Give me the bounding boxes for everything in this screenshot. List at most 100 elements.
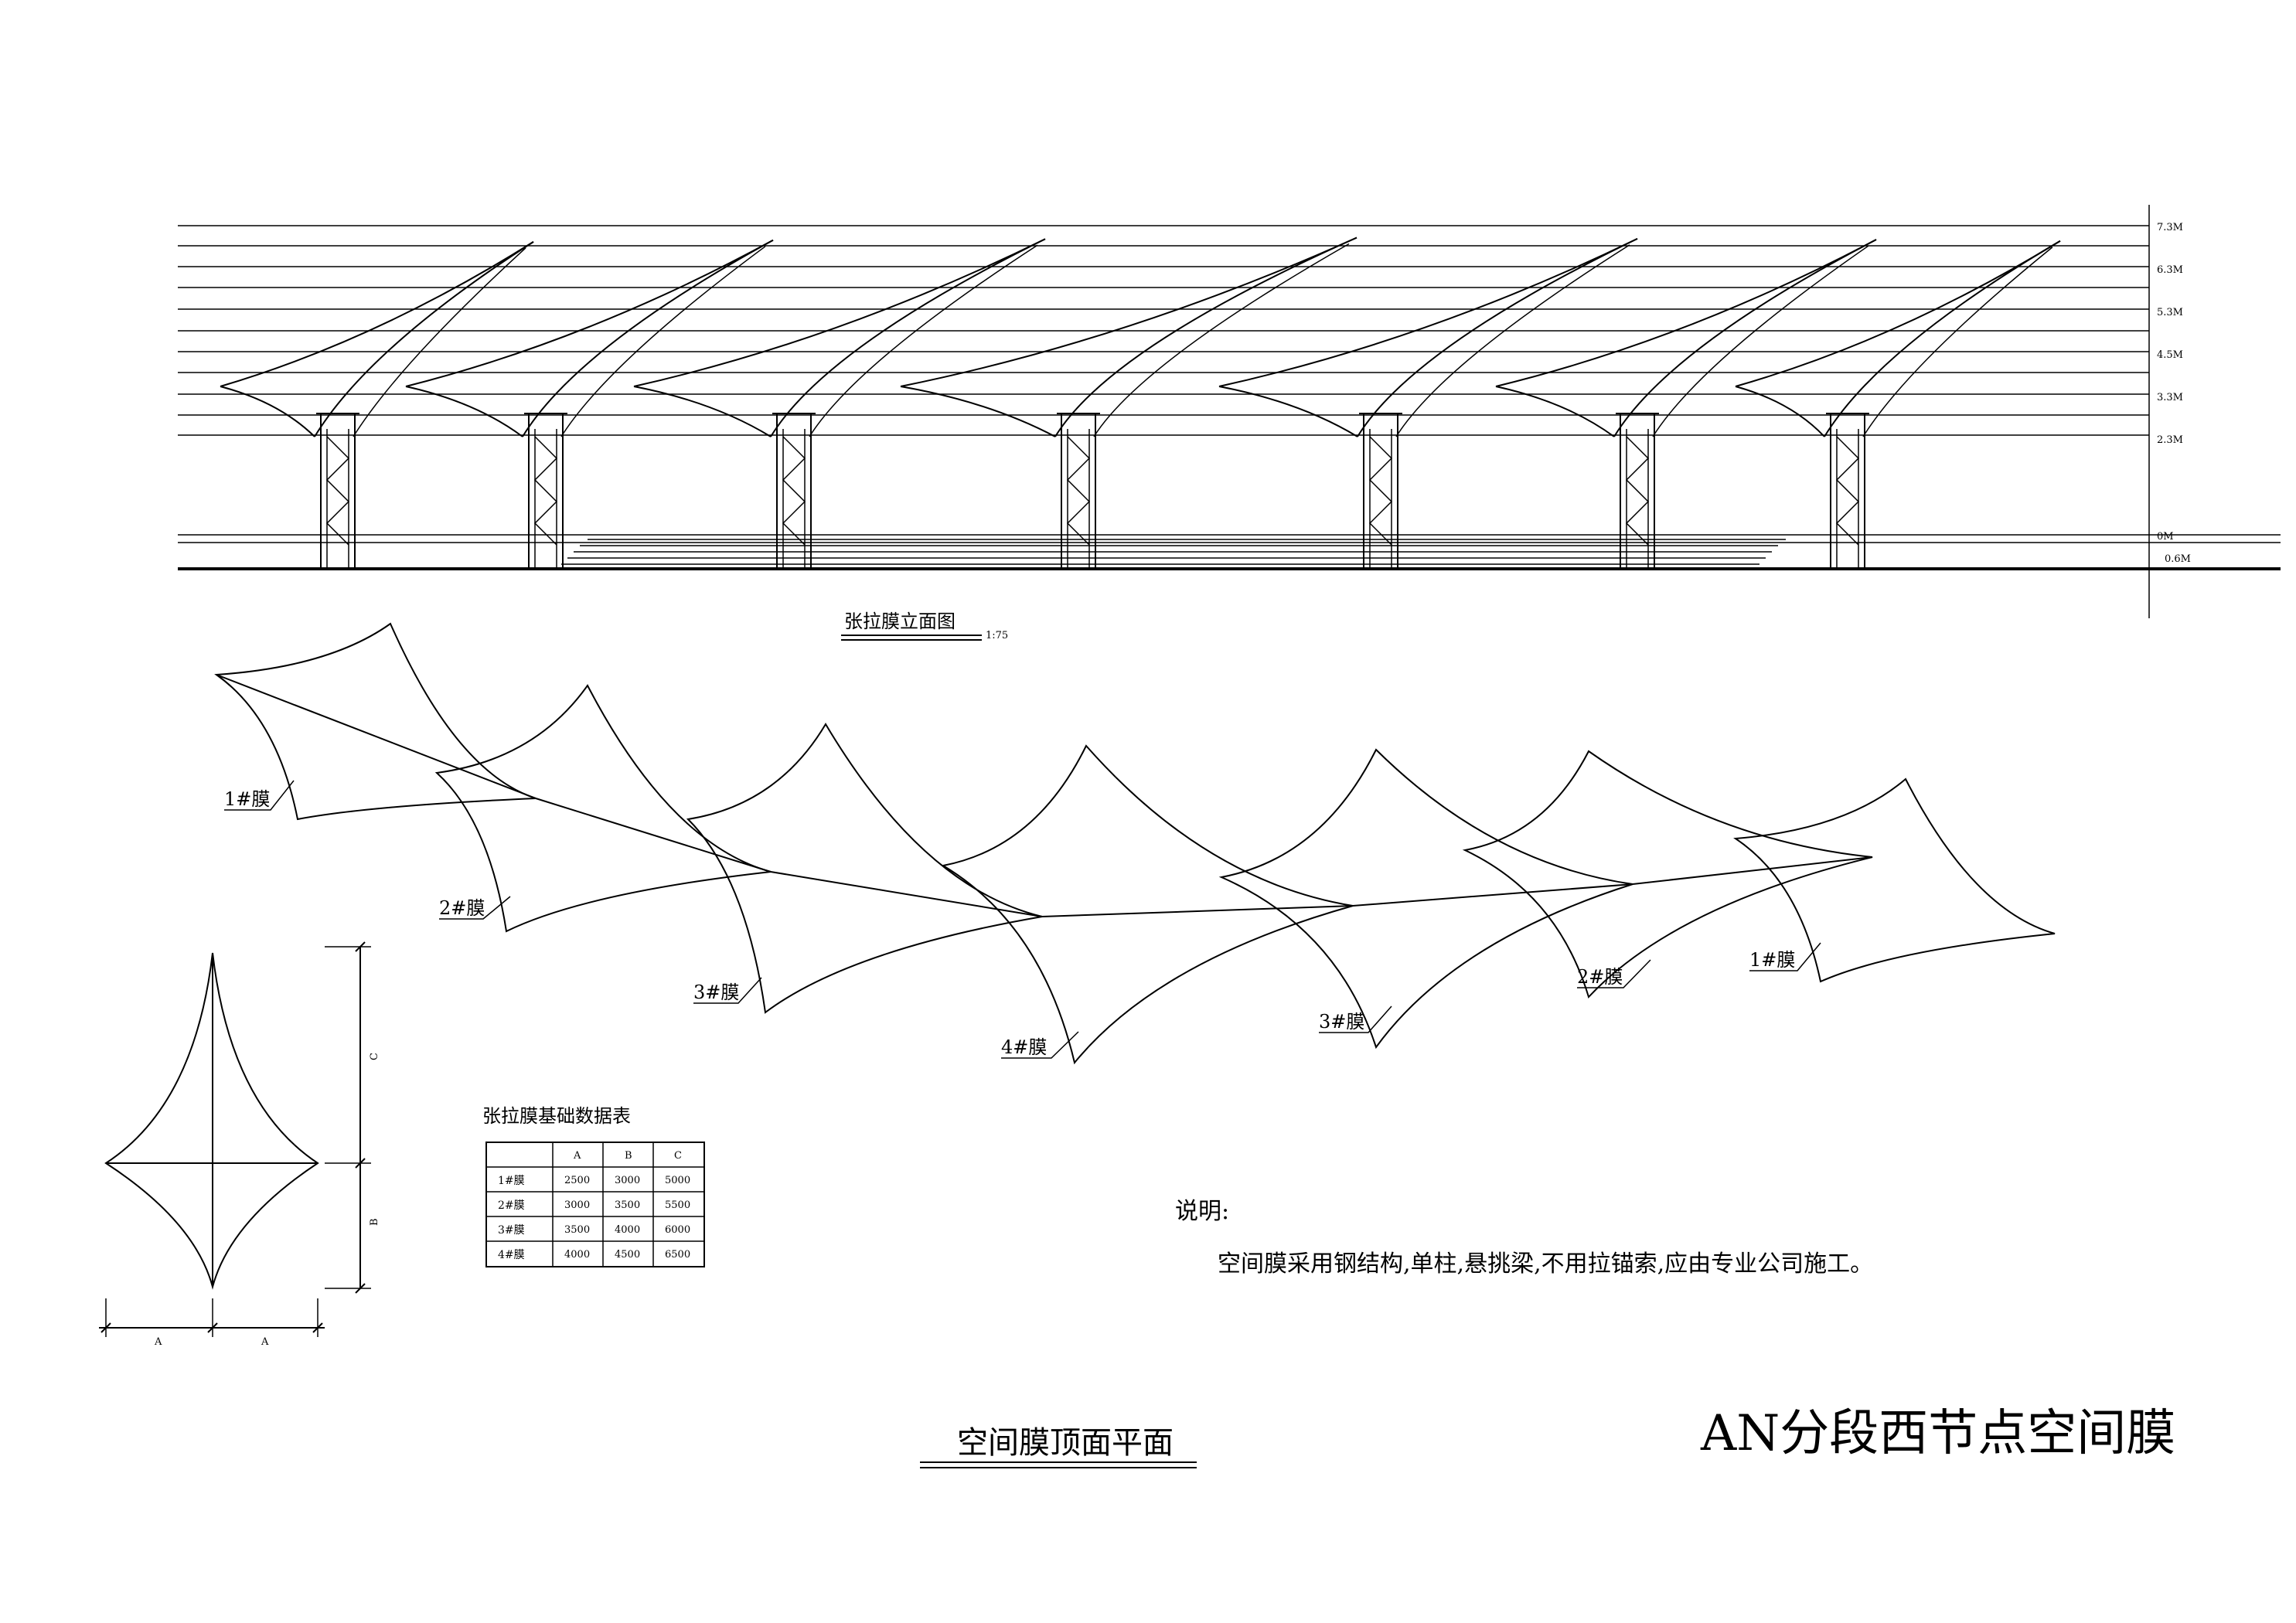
table-cell: 6000 (665, 1224, 690, 1236)
dimension-tick (355, 1158, 366, 1169)
ridge-line (770, 871, 1043, 917)
membrane-edge (1735, 240, 2061, 387)
membranes (214, 622, 2056, 1065)
membrane-edge (900, 236, 1358, 387)
column-lacing (1835, 436, 1860, 546)
membrane-label: 4#膜 (1001, 1036, 1047, 1058)
table-cell: 3000 (615, 1175, 640, 1186)
membrane-edge (1093, 243, 1350, 437)
membrane-outline (1218, 748, 1633, 1050)
level-label: 6.3M (2157, 264, 2183, 276)
level-label: 0M (2157, 531, 2174, 543)
membrane-label: 1#膜 (1749, 949, 1795, 971)
membrane-edge (522, 239, 774, 437)
membrane-edge (314, 241, 534, 437)
membrane-outline (686, 723, 1043, 1014)
columns (316, 413, 1869, 569)
membrane-label: 3#膜 (693, 982, 739, 1003)
membrane-edge (633, 386, 772, 437)
leader-line (224, 780, 295, 811)
dimension-tick (355, 1283, 366, 1294)
column-lacing (1625, 436, 1650, 546)
table-cell: 2#膜 (498, 1199, 525, 1212)
membrane-edge (1862, 247, 2053, 437)
membrane-edge (1054, 236, 1358, 437)
membrane-outline (941, 744, 1354, 1065)
membrane-edge (220, 241, 534, 387)
ridge-line (535, 798, 772, 873)
leader-line (1001, 1031, 1079, 1059)
column-lacing (1368, 436, 1393, 546)
column-lacing (533, 436, 558, 546)
membrane-leaders (224, 780, 1821, 1059)
dimension-label: A (261, 1336, 269, 1348)
leader-line (1749, 942, 1821, 971)
level-label: 5.3M (2157, 307, 2183, 318)
table-border (485, 1142, 705, 1267)
ridge-line (1041, 905, 1354, 917)
plan-title: 空间膜顶面平面 (957, 1425, 1174, 1461)
membrane-edge (405, 386, 523, 437)
table-header: C (674, 1150, 682, 1162)
membrane-outline (1462, 750, 1873, 999)
ridge-line (216, 674, 537, 799)
leader-line (693, 977, 762, 1004)
table-cell: 5500 (665, 1199, 690, 1211)
table-title: 张拉膜基础数据表 (482, 1105, 631, 1127)
table-cell: 6500 (665, 1249, 690, 1261)
column-lacing (782, 436, 806, 546)
membrane-edge (900, 386, 1056, 437)
level-label: 4.5M (2157, 349, 2183, 361)
ridge-line (1352, 883, 1633, 907)
table-cell: 3500 (615, 1199, 640, 1211)
dimension-tick (100, 1322, 111, 1333)
membrane-label: 3#膜 (1319, 1011, 1364, 1033)
elevation-scale: 1:75 (986, 630, 1008, 641)
dimension-label: B (369, 1218, 380, 1226)
membrane-edge (353, 247, 526, 437)
level-label: 7.3M (2157, 222, 2183, 233)
membrane-label: 2#膜 (439, 897, 485, 919)
drawing-title: AN分段西节点空间膜 (1700, 1405, 2175, 1462)
notes-heading: 说明: (1175, 1198, 1229, 1225)
membrane-edge (405, 239, 774, 387)
membrane-edge (1613, 239, 1877, 437)
membrane-edge (1495, 386, 1615, 437)
table-cell: 2500 (564, 1175, 590, 1186)
membrane-edge (1395, 244, 1630, 437)
dimension-tick (355, 941, 366, 952)
dimension-tick (207, 1322, 218, 1333)
table-header: A (573, 1150, 581, 1162)
foundation-data-table: 张拉膜基础数据表 A B C 1#膜 2500 3000 5000 2#膜 30… (482, 1105, 705, 1267)
membrane-detail: C B A A (99, 941, 380, 1348)
level-label: 2.3M (2157, 434, 2183, 446)
table-cell: 4000 (564, 1249, 590, 1261)
elevation-view: 7.3M 6.3M 5.3M 4.5M 3.3M 2.3M 0M 0.6M 张拉… (178, 205, 2281, 641)
table-cell: 3000 (564, 1199, 590, 1211)
membrane-edge (1218, 238, 1638, 387)
membrane-outline (1733, 777, 2056, 983)
elevation-title: 张拉膜立面图 (844, 611, 956, 632)
column-lacing (1066, 436, 1091, 546)
membrane-edge (1652, 245, 1869, 437)
leader-line (439, 896, 511, 920)
membrane-edge (1495, 239, 1877, 387)
dimension-label: A (154, 1336, 162, 1348)
notes: 说明: 空间膜采用钢结构,单柱,悬挑梁,不用拉锚索,应由专业公司施工。 (1175, 1198, 1873, 1278)
membrane-edge (220, 386, 315, 437)
table-cell: 3500 (564, 1224, 590, 1236)
leader-line (1319, 1005, 1392, 1033)
membrane-edge (1357, 237, 1638, 437)
leader-line (1577, 959, 1651, 988)
table-cell: 4500 (615, 1249, 640, 1261)
column-lacing (325, 436, 350, 546)
membrane-edge (560, 246, 766, 437)
stage-steps (561, 539, 1786, 565)
dimension-tick (312, 1322, 323, 1333)
level-label: 0.6M (2165, 553, 2191, 565)
table-header: B (625, 1150, 632, 1162)
table-cell: 5000 (665, 1175, 690, 1186)
level-label: 3.3M (2157, 392, 2183, 403)
table-cell: 4#膜 (498, 1249, 525, 1261)
